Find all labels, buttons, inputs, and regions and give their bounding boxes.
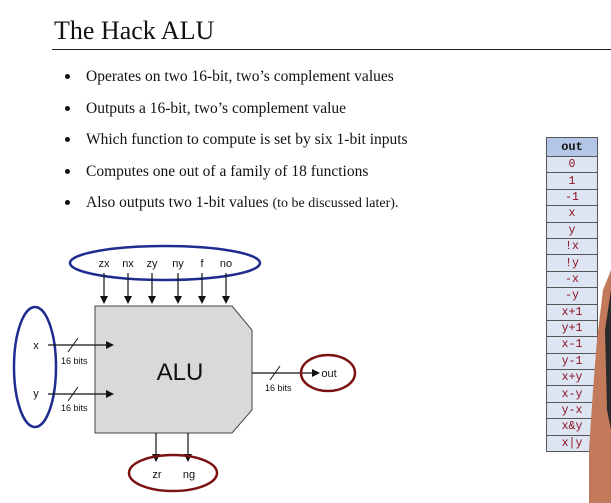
- bullet-item: Operates on two 16-bit, two’s complement…: [62, 68, 408, 100]
- table-cell: x&y: [546, 418, 598, 436]
- bullet-item: Also outputs two 1-bit values (to be dis…: [62, 194, 408, 226]
- bullet-item: Computes one out of a family of 18 funct…: [62, 163, 408, 195]
- table-cell: x-y: [546, 385, 598, 403]
- control-bits-ellipse: [68, 244, 262, 282]
- bullet-icon: [65, 105, 70, 111]
- bullet-text: Which function to compute is set by six …: [86, 131, 408, 148]
- bullet-list: Operates on two 16-bit, two’s complement…: [62, 68, 408, 226]
- control-bit-label: f: [200, 258, 204, 270]
- table-cell: y-1: [546, 352, 598, 371]
- alu-output-table: out 0 1 -1 x y !x !y -x -y x+1 y+1 x-1 y…: [546, 137, 598, 453]
- truth-table-container: out 0 1 -1 x y !x !y -x -y x+1 y+1 x-1 y…: [546, 137, 598, 453]
- y-bus-width: 16 bits: [61, 403, 88, 413]
- table-cell: !y: [546, 254, 598, 272]
- table-cell: y+1: [546, 319, 598, 338]
- bus-width-slash: [67, 386, 79, 402]
- control-bits-group: zx nx zy ny f no: [99, 258, 233, 270]
- status-ellipse: [127, 453, 219, 493]
- presenter-silhouette: [589, 270, 611, 503]
- table-cell: !x: [546, 237, 598, 256]
- bullet-text: Operates on two 16-bit, two’s complement…: [86, 68, 394, 85]
- slide-title: The Hack ALU: [54, 16, 215, 45]
- bullet-icon: [65, 168, 70, 174]
- control-bit-label: zx: [99, 258, 111, 270]
- bus-width-slash: [67, 337, 79, 353]
- bullet-note: (to be discussed later).: [272, 196, 399, 211]
- bullet-icon: [65, 200, 70, 205]
- bullet-icon: [65, 137, 70, 142]
- table-cell: -1: [546, 188, 598, 207]
- table-cell: -y: [546, 287, 598, 305]
- table-cell: y: [546, 221, 598, 239]
- ng-label: ng: [183, 469, 195, 481]
- control-bit-label: zy: [147, 258, 159, 270]
- inputs-ellipse: [12, 305, 58, 429]
- out-label: out: [321, 368, 336, 380]
- table-cell: 1: [546, 172, 598, 190]
- alu-label: ALU: [157, 359, 204, 386]
- out-bus-width: 16 bits: [265, 383, 292, 393]
- control-bit-label: ny: [172, 258, 184, 270]
- zr-label: zr: [152, 469, 162, 481]
- input-x-label: x: [33, 340, 39, 352]
- x-bus-width: 16 bits: [61, 356, 88, 366]
- table-header-out: out: [546, 137, 598, 157]
- out-ellipse: [299, 353, 357, 393]
- bullet-icon: [65, 74, 70, 79]
- control-bit-label: no: [220, 258, 232, 270]
- table-cell: x|y: [546, 434, 598, 453]
- alu-diagram: zx nx zy ny f no ALU x y 16 bits 16 bits…: [12, 244, 357, 493]
- table-cell: x+y: [546, 369, 598, 387]
- control-arrows: [100, 273, 230, 304]
- table-cell: x-1: [546, 336, 598, 354]
- bullet-text: Also outputs two 1-bit values: [86, 194, 273, 211]
- control-bit-label: nx: [122, 258, 134, 270]
- table-cell: 0: [546, 155, 598, 174]
- bullet-text: Computes one out of a family of 18 funct…: [86, 162, 369, 180]
- bullet-text: Outputs a 16-bit, two’s complement value: [86, 99, 347, 117]
- input-y-label: y: [33, 388, 39, 400]
- bus-width-slash: [269, 365, 281, 381]
- title-divider: [52, 49, 611, 50]
- table-cell: y-x: [546, 401, 598, 420]
- table-cell: x: [546, 205, 598, 223]
- alu-chip: [94, 305, 253, 434]
- bullet-item: Outputs a 16-bit, two’s complement value: [62, 100, 408, 132]
- bullet-item: Which function to compute is set by six …: [62, 131, 408, 163]
- table-cell: x+1: [546, 303, 598, 321]
- table-cell: -x: [546, 270, 598, 289]
